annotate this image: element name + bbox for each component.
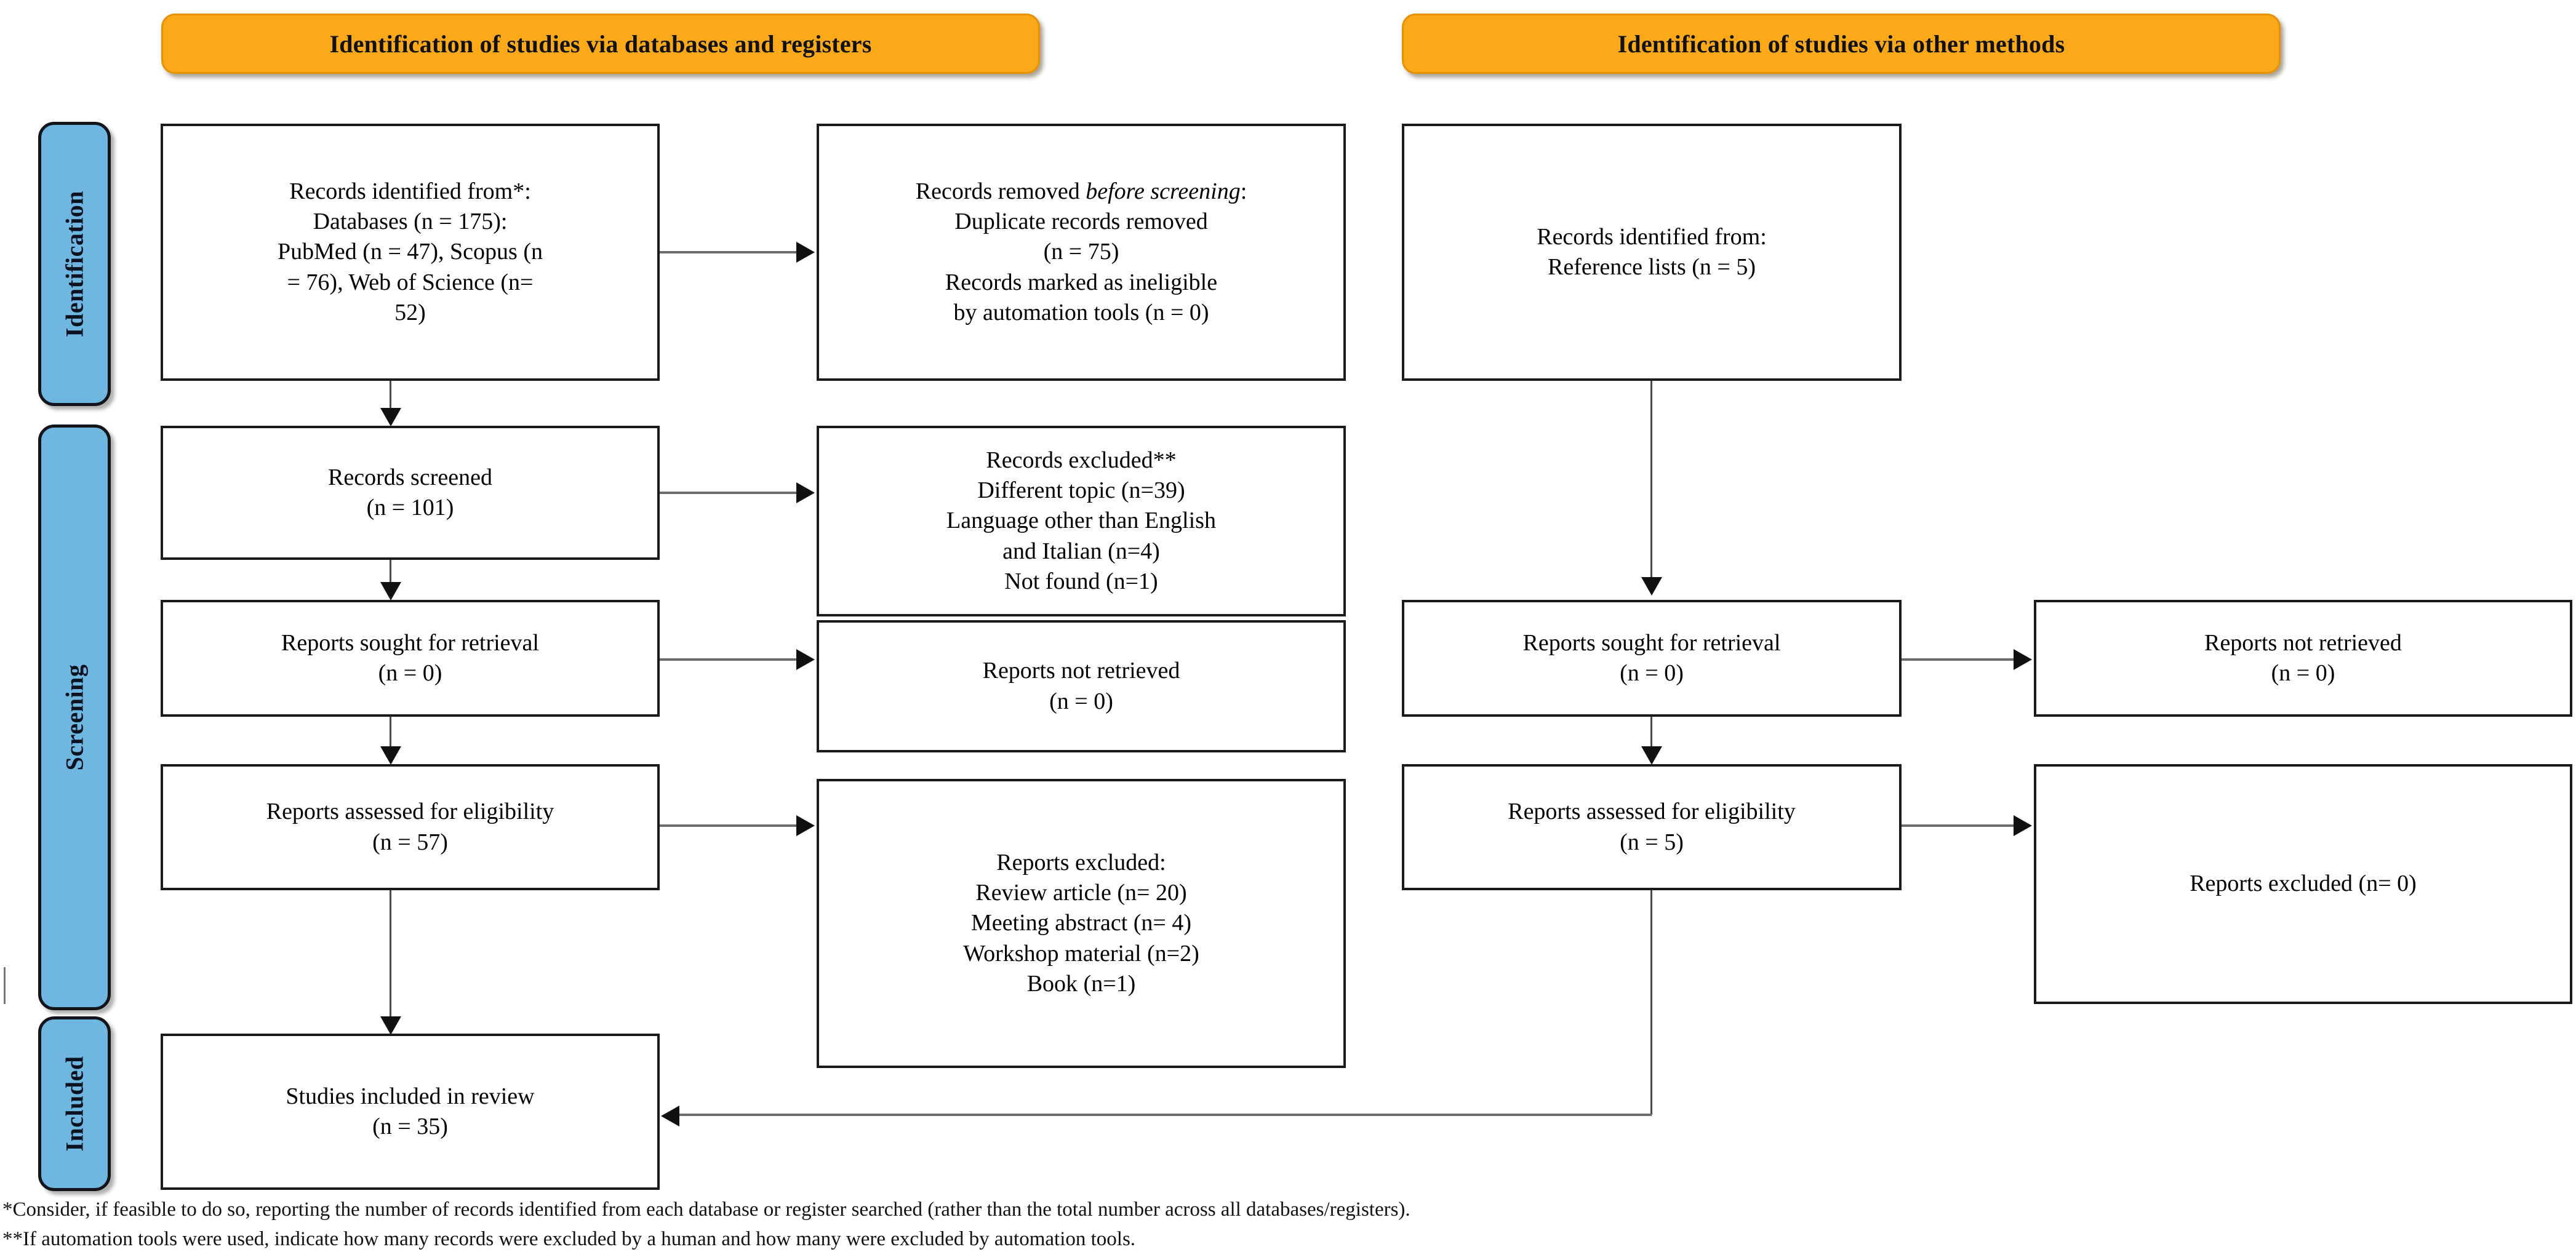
phase-tab-identification: Identification (38, 122, 111, 406)
connector-assessed-to-included (390, 890, 391, 1024)
box-studies-included: Studies included in review (n = 35) (161, 1034, 660, 1190)
connector-sought-to-assessed-right (1650, 717, 1652, 755)
box-reports-not-retrieved-right: Reports not retrieved (n = 0) (2034, 600, 2572, 717)
arrow-identified-to-screened (380, 408, 401, 426)
arrow-identified-other-to-sought-right (1641, 577, 1662, 596)
connector-sought-to-not-retrieved-left (660, 658, 796, 661)
records-removed-rest: Duplicate records removed (n = 75) Recor… (945, 208, 1218, 326)
connector-identified-other-to-sought-right (1650, 381, 1652, 584)
box-reports-excluded-right-text: Reports excluded (n= 0) (2190, 871, 2417, 897)
connector-screened-to-sought (390, 560, 391, 589)
box-records-identified-other-text: Records identified from: Reference lists… (1537, 223, 1767, 280)
phase-tab-identification-label: Identification (60, 190, 89, 338)
box-reports-excluded-left: Reports excluded: Review article (n= 20)… (817, 779, 1346, 1068)
box-reports-assessed-left: Reports assessed for eligibility (n = 57… (161, 764, 660, 890)
arrow-assessed-to-excluded-right (2014, 815, 2032, 836)
records-removed-line-pre: Records removed (915, 178, 1086, 204)
arrow-screened-to-excluded (796, 482, 815, 503)
connector-assessed-right-to-included (679, 1114, 1652, 1116)
connector-sought-to-not-retrieved-right (1902, 658, 2014, 661)
phase-tab-included-label: Included (60, 1056, 89, 1152)
box-reports-assessed-right-text: Reports assessed for eligibility (n = 5) (1508, 799, 1796, 855)
box-studies-included-text: Studies included in review (n = 35) (286, 1083, 535, 1139)
connector-assessed-to-excluded-right (1902, 824, 2014, 827)
connector-identified-to-removed (660, 251, 796, 253)
header-banner-other-methods: Identification of studies via other meth… (1402, 14, 2281, 74)
footnote-one: *Consider, if feasible to do so, reporti… (2, 1198, 1410, 1221)
box-reports-not-retrieved-right-text: Reports not retrieved (n = 0) (2204, 629, 2402, 686)
box-records-identified-other: Records identified from: Reference lists… (1402, 124, 1902, 381)
header-banner-databases: Identification of studies via databases … (161, 14, 1040, 74)
arrow-identified-to-removed (796, 242, 815, 263)
box-reports-assessed-left-text: Reports assessed for eligibility (n = 57… (266, 799, 554, 855)
box-records-excluded-text: Records excluded** Different topic (n=39… (946, 447, 1216, 595)
box-reports-not-retrieved-left-text: Reports not retrieved (n = 0) (982, 658, 1180, 714)
arrow-assessed-to-included (380, 1016, 401, 1035)
arrow-sought-to-not-retrieved-left (796, 649, 815, 670)
phase-tab-included: Included (38, 1016, 111, 1191)
box-reports-not-retrieved-left: Reports not retrieved (n = 0) (817, 620, 1346, 752)
connector-screened-to-excluded (660, 492, 796, 494)
box-records-identified: Records identified from*: Databases (n =… (161, 124, 660, 381)
arrow-sought-to-assessed-left (380, 746, 401, 765)
connector-sought-to-assessed-left (390, 717, 391, 755)
phase-tab-screening: Screening (38, 425, 111, 1010)
box-records-screened-text: Records screened (n = 101) (328, 464, 492, 520)
box-reports-sought-right-text: Reports sought for retrieval (n = 0) (1522, 629, 1781, 686)
connector-identified-to-screened (390, 381, 391, 419)
box-reports-assessed-right: Reports assessed for eligibility (n = 5) (1402, 764, 1902, 890)
box-records-removed-text: Records removed before screening: Duplica… (828, 146, 1335, 359)
box-records-excluded: Records excluded** Different topic (n=39… (817, 426, 1346, 616)
margin-tick-mark (4, 967, 6, 1004)
records-removed-line-emphasis: before screening (1086, 178, 1241, 204)
box-reports-sought-right: Reports sought for retrieval (n = 0) (1402, 600, 1902, 717)
box-records-identified-text: Records identified from*: Databases (n =… (278, 178, 543, 326)
header-banner-other-methods-label: Identification of studies via other meth… (1617, 30, 2065, 58)
phase-tab-screening-label: Screening (60, 664, 89, 771)
arrow-sought-to-assessed-right (1641, 746, 1662, 765)
arrow-sought-to-not-retrieved-right (2014, 649, 2032, 670)
header-banner-databases-label: Identification of studies via databases … (329, 30, 872, 58)
box-reports-excluded-right: Reports excluded (n= 0) (2034, 764, 2572, 1004)
connector-assessed-to-excluded-left (660, 824, 796, 827)
records-removed-line-post: : (1240, 178, 1247, 204)
box-records-screened: Records screened (n = 101) (161, 426, 660, 560)
footnote-two: **If automation tools were used, indicat… (2, 1228, 1136, 1250)
box-reports-sought-left-text: Reports sought for retrieval (n = 0) (281, 629, 539, 686)
arrow-screened-to-sought (380, 582, 401, 600)
arrow-right-column-to-studies-included (661, 1106, 679, 1126)
connector-assessed-right-down (1650, 890, 1652, 1115)
box-reports-sought-left: Reports sought for retrieval (n = 0) (161, 600, 660, 717)
box-reports-excluded-left-text: Reports excluded: Review article (n= 20)… (963, 849, 1199, 997)
arrow-assessed-to-excluded-left (796, 815, 815, 836)
box-records-removed-before-screening: Records removed before screening: Duplica… (817, 124, 1346, 381)
